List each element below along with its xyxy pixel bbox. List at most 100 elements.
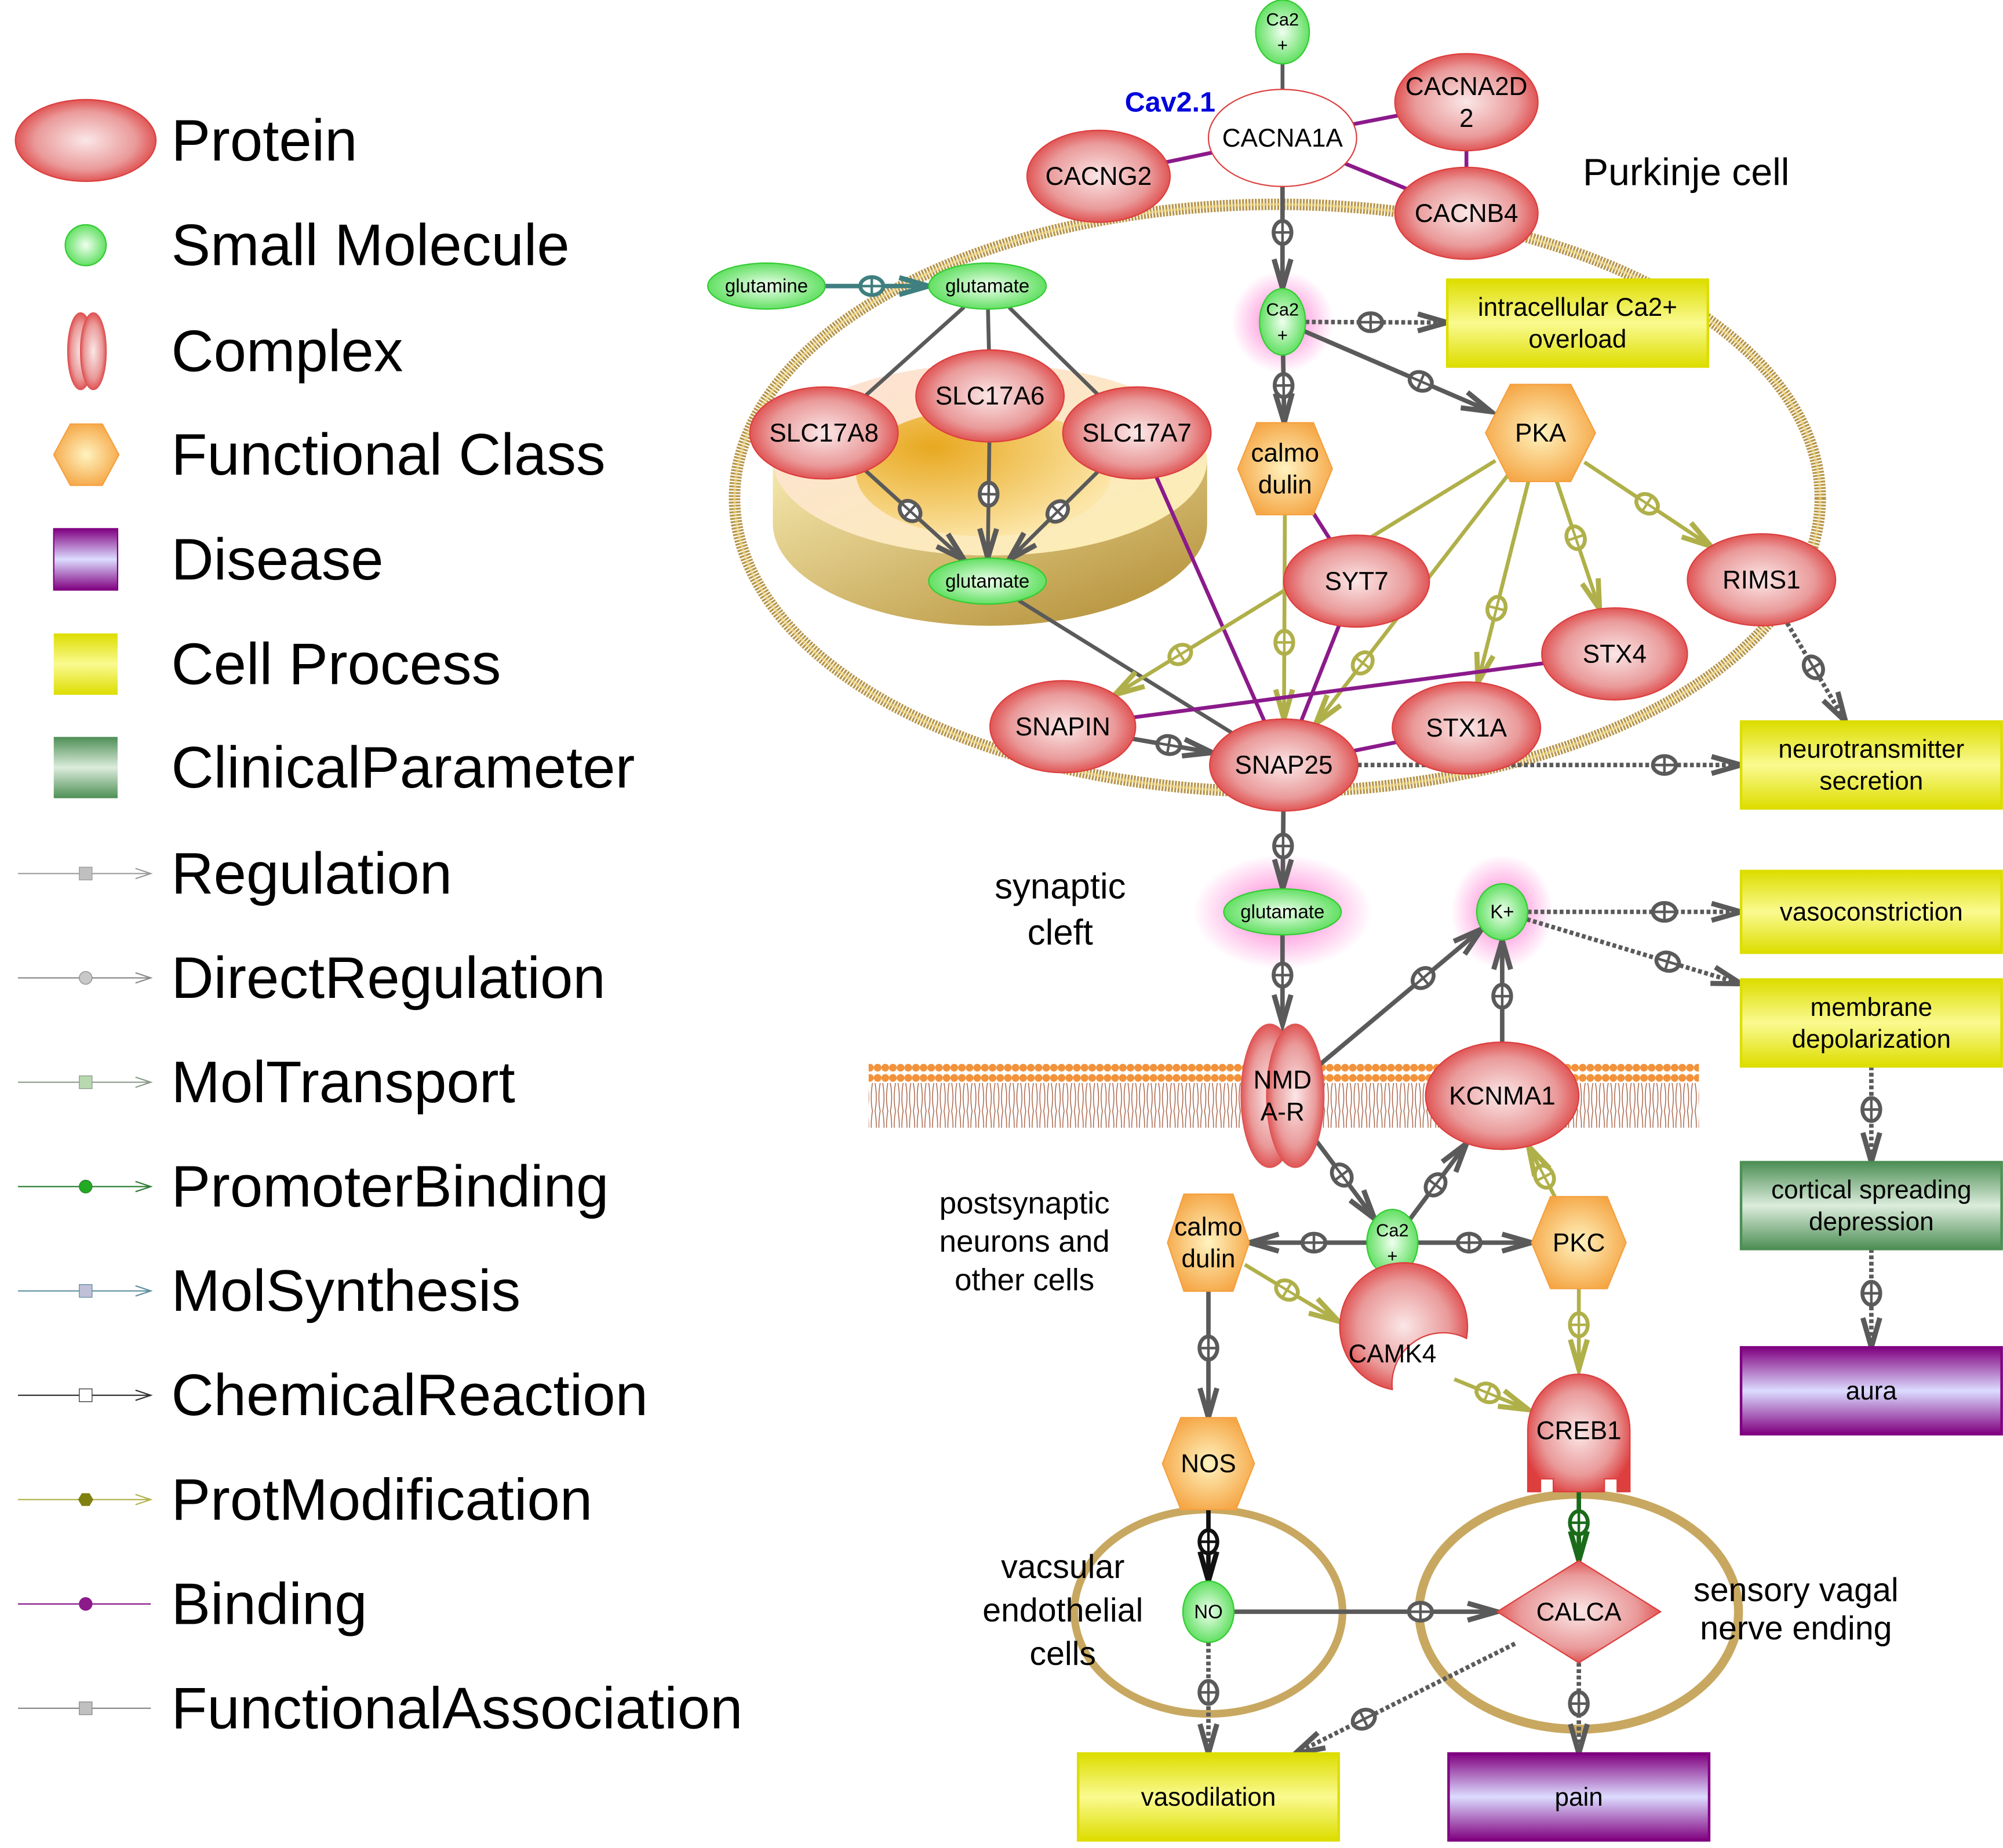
legend-label: ChemicalReaction [171,1362,648,1428]
functional-class-shape [1167,1193,1250,1292]
node-label: K+ [1490,901,1514,923]
node-aura[interactable]: aura [1739,1346,2003,1436]
plus-marker-icon [978,480,1000,508]
cell-process-shape [1739,978,2003,1068]
edge-nmdar-to-ca-post [1313,1138,1381,1227]
edge-calca-to-vasodilation [1287,1641,1516,1758]
legend-label: Disease [171,527,383,592]
node-label: CREB1 [1536,1416,1622,1445]
node-glutamine[interactable]: glutamine [707,262,826,310]
plus-marker-icon [1407,370,1434,393]
complex-icon-part [79,312,107,391]
node-pka[interactable]: PKA [1485,384,1597,482]
node-cacnb4[interactable]: CACNB4 [1394,166,1539,260]
node-ca-ext[interactable]: Ca2+ [1255,0,1310,65]
node-glutamate-cleft[interactable]: glutamate [1223,888,1342,936]
node-label: SLC17A7 [1082,419,1192,447]
legend-item-small-molecule: Small Molecule [64,213,570,278]
node-nos[interactable]: NOS [1161,1417,1255,1511]
node-pain[interactable]: pain [1447,1752,1711,1842]
legend-label: Complex [171,319,403,384]
plus-marker-icon [1357,311,1385,333]
node-cacng2[interactable]: CACNG2 [1026,129,1171,223]
node-cacna1a[interactable]: CACNA1A [1207,89,1357,187]
node-label: PKA [1515,419,1567,447]
plus-marker-icon [858,275,886,297]
node-label: aura [1846,1377,1898,1405]
plus-marker-icon [1423,1172,1448,1198]
node-slc17a6[interactable]: SLC17A6 [915,349,1065,443]
node-calca[interactable]: CALCA [1496,1559,1662,1664]
node-label: vasoconstriction [1780,898,1963,926]
node-label: pain [1554,1783,1603,1811]
arrowhead-icon [1271,994,1294,1034]
arrowhead-icon [135,1285,153,1297]
node-rims1[interactable]: RIMS1 [1687,533,1837,626]
small-molecule-shape [928,557,1047,605]
square-marker-icon [79,1075,93,1089]
edge-ca-post-to-pkc [1418,1231,1541,1254]
node-vasoconstriction[interactable]: vasoconstriction [1739,869,2003,954]
node-label: glutamate [945,275,1029,297]
modification-line [1282,515,1287,719]
complex-name-label: Cav2.1 [1125,86,1215,118]
node-stx1a[interactable]: STX1A [1392,681,1542,775]
modification-line [1476,480,1531,683]
edge-glutamate-top-to-slc17a8 [865,305,966,397]
node-slc17a7[interactable]: SLC17A7 [1062,386,1212,480]
plus-marker-icon [1568,1509,1590,1536]
arrowhead-icon [1710,965,1750,987]
node-ca-overload[interactable]: intracellular Ca2+overload [1445,278,1709,368]
legend-label: Small Molecule [171,213,569,278]
node-vasodilation[interactable]: vasodilation [1077,1752,1341,1842]
node-snap25[interactable]: SNAP25 [1209,718,1359,812]
clinical-parameter-shape [1739,1161,2003,1251]
node-label: CACNB4 [1415,199,1518,228]
plus-marker-icon [1350,650,1375,676]
legend-label: ProtModification [171,1467,592,1532]
node-label: glutamate [945,570,1029,592]
cell-process-icon [53,633,118,695]
legend-label: FunctionalAssociation [171,1675,742,1741]
edge-ca-int-to-pka [1303,329,1500,415]
node-no[interactable]: NO [1182,1580,1235,1643]
protein-shape [749,386,899,480]
node-kcnma1[interactable]: KCNMA1 [1425,1041,1580,1150]
node-glutamate-top[interactable]: glutamate [928,262,1047,310]
node-camk4[interactable]: CAMK4 [1339,1262,1469,1391]
edge-snapin-to-snap25 [1132,734,1222,759]
hexagon-icon [53,423,120,486]
edge-kcnma1-to-k-ion [1491,931,1513,1043]
legend-label: PromoterBinding [171,1154,609,1219]
node-glutamate-vesicle[interactable]: glutamate [928,557,1047,605]
node-snapin[interactable]: SNAPIN [989,680,1137,774]
binding-line [1344,162,1407,191]
binding-line [1134,661,1544,720]
legend-item-functional-association: FunctionalAssociation [18,1675,742,1741]
node-k-ion[interactable]: K+ [1476,883,1529,941]
node-pkc[interactable]: PKC [1531,1195,1627,1289]
node-stx4[interactable]: STX4 [1541,607,1688,701]
node-label: SNAPIN [1015,713,1110,741]
node-syt7[interactable]: SYT7 [1283,534,1430,628]
node-ca-post[interactable]: Ca2+ [1366,1208,1419,1277]
node-slc17a8[interactable]: SLC17A8 [749,386,899,480]
node-ca-int[interactable]: Ca2+ [1259,287,1306,356]
node-label: SNAP25 [1235,751,1333,779]
node-creb1[interactable]: CREB1 [1527,1373,1631,1493]
plus-marker-icon [1197,1335,1219,1362]
plus-marker-icon [1532,1164,1556,1190]
purkinje-cell-label: Purkinje cell [1583,151,1789,194]
arrowhead-icon [135,867,153,880]
node-label: CALCA [1536,1598,1622,1626]
